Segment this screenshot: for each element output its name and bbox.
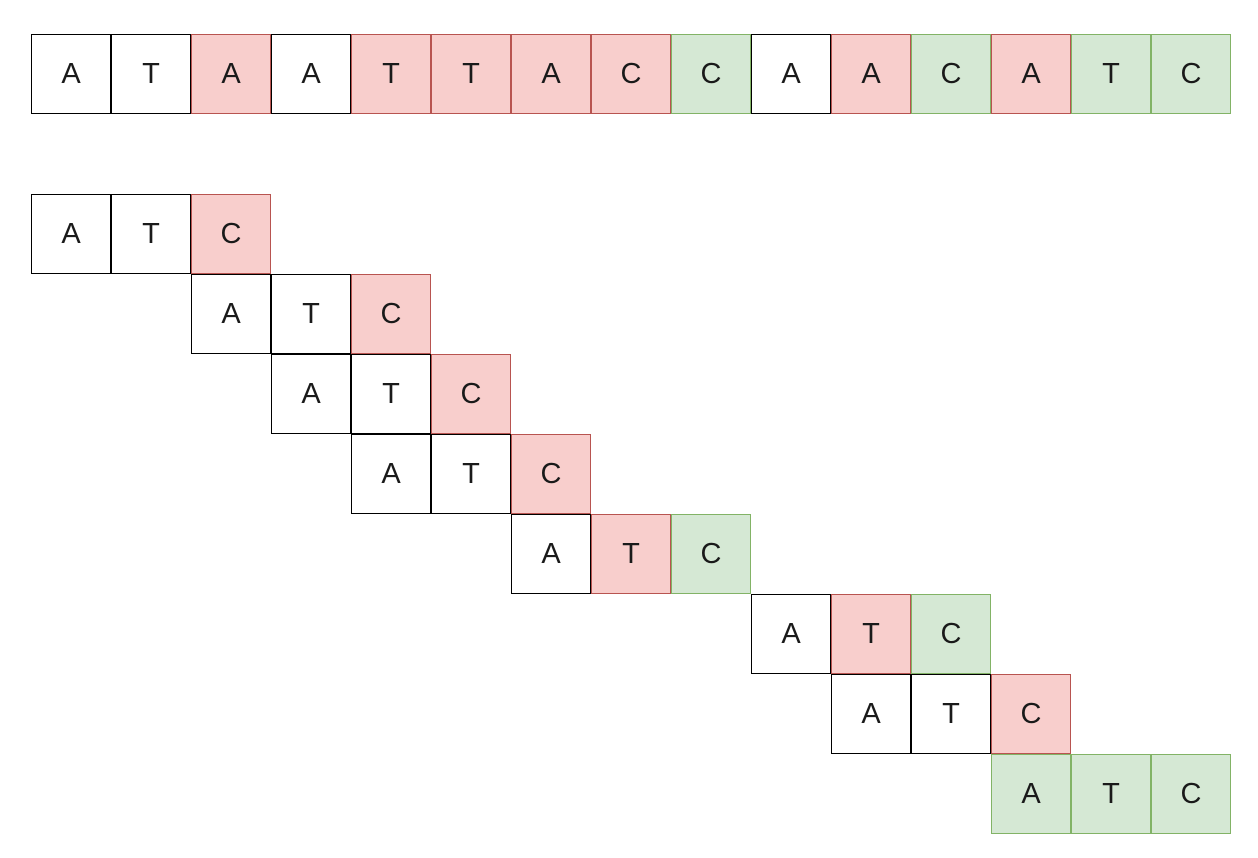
pattern-cell: C — [511, 434, 591, 514]
text-cell: A — [831, 34, 911, 114]
text-cell: C — [911, 34, 991, 114]
pattern-cell: T — [831, 594, 911, 674]
text-cell: C — [1151, 34, 1231, 114]
pattern-cell: A — [991, 754, 1071, 834]
text-cell: A — [991, 34, 1071, 114]
text-cell: T — [1071, 34, 1151, 114]
pattern-cell: T — [431, 434, 511, 514]
pattern-cell: A — [831, 674, 911, 754]
text-cell: C — [671, 34, 751, 114]
text-cell: C — [591, 34, 671, 114]
pattern-cell: C — [671, 514, 751, 594]
pattern-cell: T — [591, 514, 671, 594]
pattern-cell: C — [191, 194, 271, 274]
text-cell: A — [271, 34, 351, 114]
pattern-cell: T — [271, 274, 351, 354]
pattern-cell: A — [31, 194, 111, 274]
pattern-cell: T — [351, 354, 431, 434]
pattern-cell: T — [1071, 754, 1151, 834]
text-cell: A — [31, 34, 111, 114]
pattern-cell: C — [351, 274, 431, 354]
pattern-cell: A — [511, 514, 591, 594]
text-cell: A — [191, 34, 271, 114]
pattern-cell: A — [271, 354, 351, 434]
pattern-cell: C — [1151, 754, 1231, 834]
pattern-cell: T — [111, 194, 191, 274]
pattern-cell: C — [991, 674, 1071, 754]
pattern-cell: A — [751, 594, 831, 674]
pattern-cell: T — [911, 674, 991, 754]
text-cell: T — [111, 34, 191, 114]
text-cell: T — [431, 34, 511, 114]
pattern-cell: A — [191, 274, 271, 354]
pattern-cell: C — [431, 354, 511, 434]
text-cell: A — [511, 34, 591, 114]
text-cell: T — [351, 34, 431, 114]
text-cell: A — [751, 34, 831, 114]
pattern-cell: A — [351, 434, 431, 514]
pattern-cell: C — [911, 594, 991, 674]
